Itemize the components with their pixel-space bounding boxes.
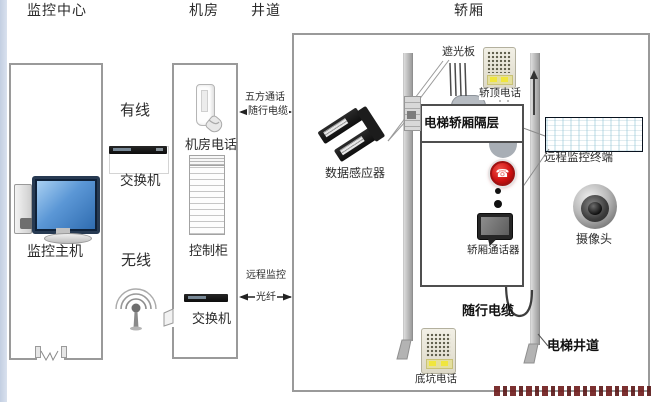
car-top-phone-icon (483, 47, 516, 89)
wireless-label: 无线 (121, 253, 152, 269)
data-sensor-label: 数据感应器 (325, 166, 386, 180)
five-party-label: 五方通话 (245, 92, 285, 103)
monitor-base (44, 233, 92, 244)
car-top-phone-label: 轿顶电话 (479, 88, 521, 101)
car-partition-label: 电梯轿厢隔层 (424, 116, 500, 130)
emergency-call-button[interactable]: ☎ (490, 161, 515, 186)
shade-plate-label: 遮光板 (442, 46, 475, 58)
header-monitoring-center: 监控中心 (27, 4, 87, 19)
phone-button-icon: ☎ (495, 167, 510, 180)
elevator-shaft-label: 电梯井道 (547, 338, 600, 353)
monitoring-center-door-gap (37, 354, 64, 362)
pit-phone-label: 底坑电话 (415, 374, 457, 385)
monitoring-host-label: 监控主机 (27, 245, 83, 260)
header-hoistway: 井道 (251, 4, 281, 19)
monitor-neck (56, 228, 70, 234)
header-car: 轿厢 (454, 4, 484, 19)
network-switch-b-icon (184, 294, 228, 302)
switch-a-label: 交换机 (120, 173, 161, 188)
monitor-screen (37, 181, 95, 229)
header-machine-room: 机房 (189, 4, 219, 19)
door-tab-left (35, 346, 41, 358)
remote-monitoring-label: 远程监控 (246, 270, 286, 281)
car-fan-half-disc (489, 143, 517, 158)
machine-room-phone-icon (196, 84, 215, 126)
remote-terminal-label: 远程监控终端 (544, 152, 613, 164)
fiber-label: 光纤 (255, 292, 277, 304)
guide-rail-left (403, 53, 413, 341)
elevator-car (420, 104, 524, 287)
car-partition-line (422, 141, 522, 143)
wifi-antenna-icon (114, 283, 160, 333)
door-tab-right (61, 346, 67, 358)
guide-rail-right (530, 53, 540, 345)
network-switch-a-icon (109, 146, 167, 154)
camera-dome-icon (573, 184, 617, 229)
trailing-cable-link-label: 随行电缆 (247, 106, 289, 118)
control-cabinet-icon (189, 155, 225, 235)
pc-tower-base (20, 218, 33, 229)
car-intercom-device (477, 213, 513, 248)
trailing-cable-bold-label: 随行电缆 (462, 303, 515, 318)
machine-room-phone-label: 机房电话 (185, 137, 238, 152)
switch-b-label: 交换机 (192, 311, 232, 326)
watermark-strip (494, 386, 652, 396)
pit-phone-icon (421, 328, 456, 374)
page-edge-strip (0, 0, 7, 402)
wired-label: 有线 (120, 103, 151, 119)
car-button-dot-1 (495, 188, 501, 194)
remote-terminal-board (545, 117, 643, 152)
car-intercom-label: 轿厢通话器 (467, 245, 520, 258)
camera-label: 摄像头 (576, 232, 613, 246)
shade-plate-device (404, 96, 421, 131)
control-cabinet-label: 控制柜 (189, 243, 229, 258)
machine-room-door-gap (168, 309, 174, 327)
monitor-icon (32, 176, 100, 234)
car-button-dot-2 (494, 200, 502, 208)
